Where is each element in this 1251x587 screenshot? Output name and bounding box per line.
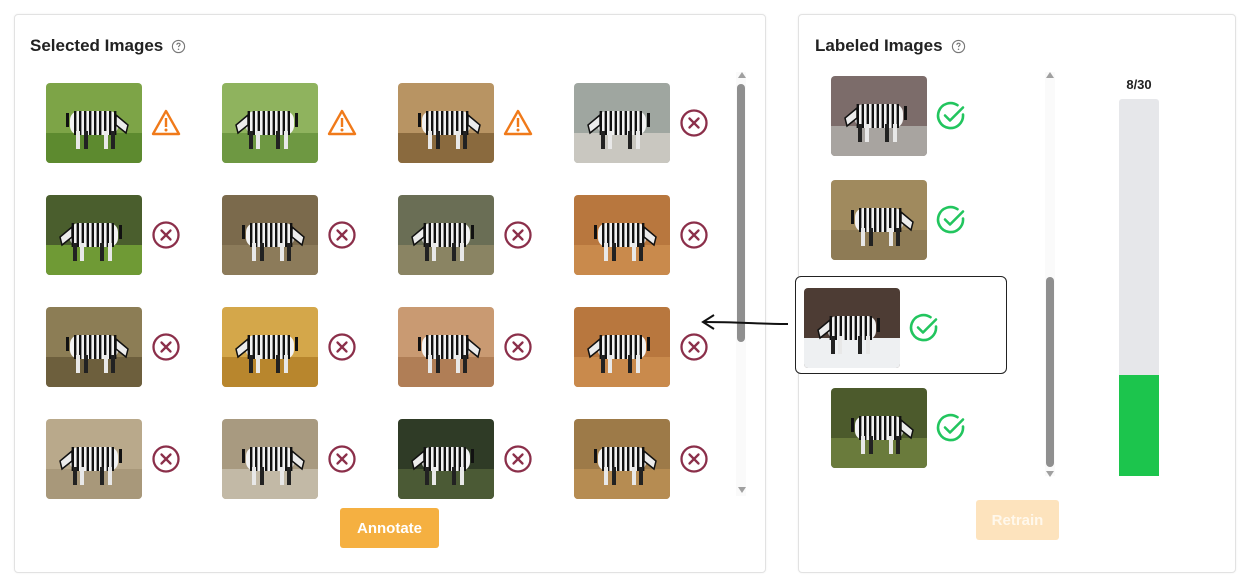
x-circle-icon[interactable] xyxy=(503,220,533,250)
selected-scrollbar-thumb[interactable] xyxy=(737,84,745,342)
selected-image-thumbnail[interactable] xyxy=(222,419,318,499)
x-circle-icon[interactable] xyxy=(679,108,709,138)
warning-icon[interactable] xyxy=(151,108,181,138)
x-circle-icon[interactable] xyxy=(327,220,357,250)
selected-image-thumbnail[interactable] xyxy=(398,83,494,163)
selected-image-thumbnail[interactable] xyxy=(46,307,142,387)
selected-image-thumbnail[interactable] xyxy=(574,83,670,163)
selected-images-title-wrap: Selected Images xyxy=(30,36,186,56)
selected-image-thumbnail[interactable] xyxy=(46,195,142,275)
x-circle-icon[interactable] xyxy=(679,332,709,362)
check-circle-icon xyxy=(909,313,939,343)
selected-image-thumbnail[interactable] xyxy=(46,83,142,163)
warning-icon[interactable] xyxy=(503,108,533,138)
selected-image-thumbnail[interactable] xyxy=(46,419,142,499)
selected-image-thumbnail[interactable] xyxy=(574,307,670,387)
selected-image-thumbnail[interactable] xyxy=(398,419,494,499)
x-circle-icon[interactable] xyxy=(151,220,181,250)
annotate-button[interactable]: Annotate xyxy=(340,508,439,548)
check-circle-icon xyxy=(936,413,966,443)
labeled-scrollbar[interactable] xyxy=(1045,72,1055,476)
labeled-images-title-wrap: Labeled Images xyxy=(815,36,966,56)
question-circle-icon[interactable] xyxy=(951,39,966,54)
scroll-down-arrow-icon[interactable] xyxy=(737,486,747,494)
x-circle-icon[interactable] xyxy=(503,444,533,474)
x-circle-icon[interactable] xyxy=(679,444,709,474)
selected-image-thumbnail[interactable] xyxy=(574,195,670,275)
warning-icon[interactable] xyxy=(327,108,357,138)
labeled-images-title: Labeled Images xyxy=(815,36,943,55)
labeled-image-thumbnail[interactable] xyxy=(804,288,900,368)
selected-images-title: Selected Images xyxy=(30,36,164,55)
progress-label: 8/30 xyxy=(1126,77,1152,92)
x-circle-icon[interactable] xyxy=(327,332,357,362)
selected-image-thumbnail[interactable] xyxy=(398,307,494,387)
check-circle-icon xyxy=(936,205,966,235)
scroll-down-arrow-icon[interactable] xyxy=(1045,470,1055,478)
selected-image-thumbnail[interactable] xyxy=(222,307,318,387)
labeled-image-thumbnail[interactable] xyxy=(831,76,927,156)
progress-bar-fill xyxy=(1119,375,1159,476)
x-circle-icon[interactable] xyxy=(503,332,533,362)
labeled-image-thumbnail[interactable] xyxy=(831,180,927,260)
question-circle-icon[interactable] xyxy=(171,39,186,54)
selected-image-thumbnail[interactable] xyxy=(574,419,670,499)
x-circle-icon[interactable] xyxy=(151,444,181,474)
scroll-up-arrow-icon[interactable] xyxy=(1045,71,1055,79)
link-arrow-icon xyxy=(701,314,789,330)
labeled-image-thumbnail[interactable] xyxy=(831,388,927,468)
selected-image-thumbnail[interactable] xyxy=(398,195,494,275)
labeled-scrollbar-thumb[interactable] xyxy=(1046,277,1054,467)
progress-bar xyxy=(1119,99,1159,476)
check-circle-icon xyxy=(936,101,966,131)
selected-image-thumbnail[interactable] xyxy=(222,195,318,275)
selected-image-thumbnail[interactable] xyxy=(222,83,318,163)
x-circle-icon[interactable] xyxy=(679,220,709,250)
x-circle-icon[interactable] xyxy=(327,444,357,474)
retrain-button[interactable]: Retrain xyxy=(976,500,1059,540)
x-circle-icon[interactable] xyxy=(151,332,181,362)
scroll-up-arrow-icon[interactable] xyxy=(737,71,747,79)
